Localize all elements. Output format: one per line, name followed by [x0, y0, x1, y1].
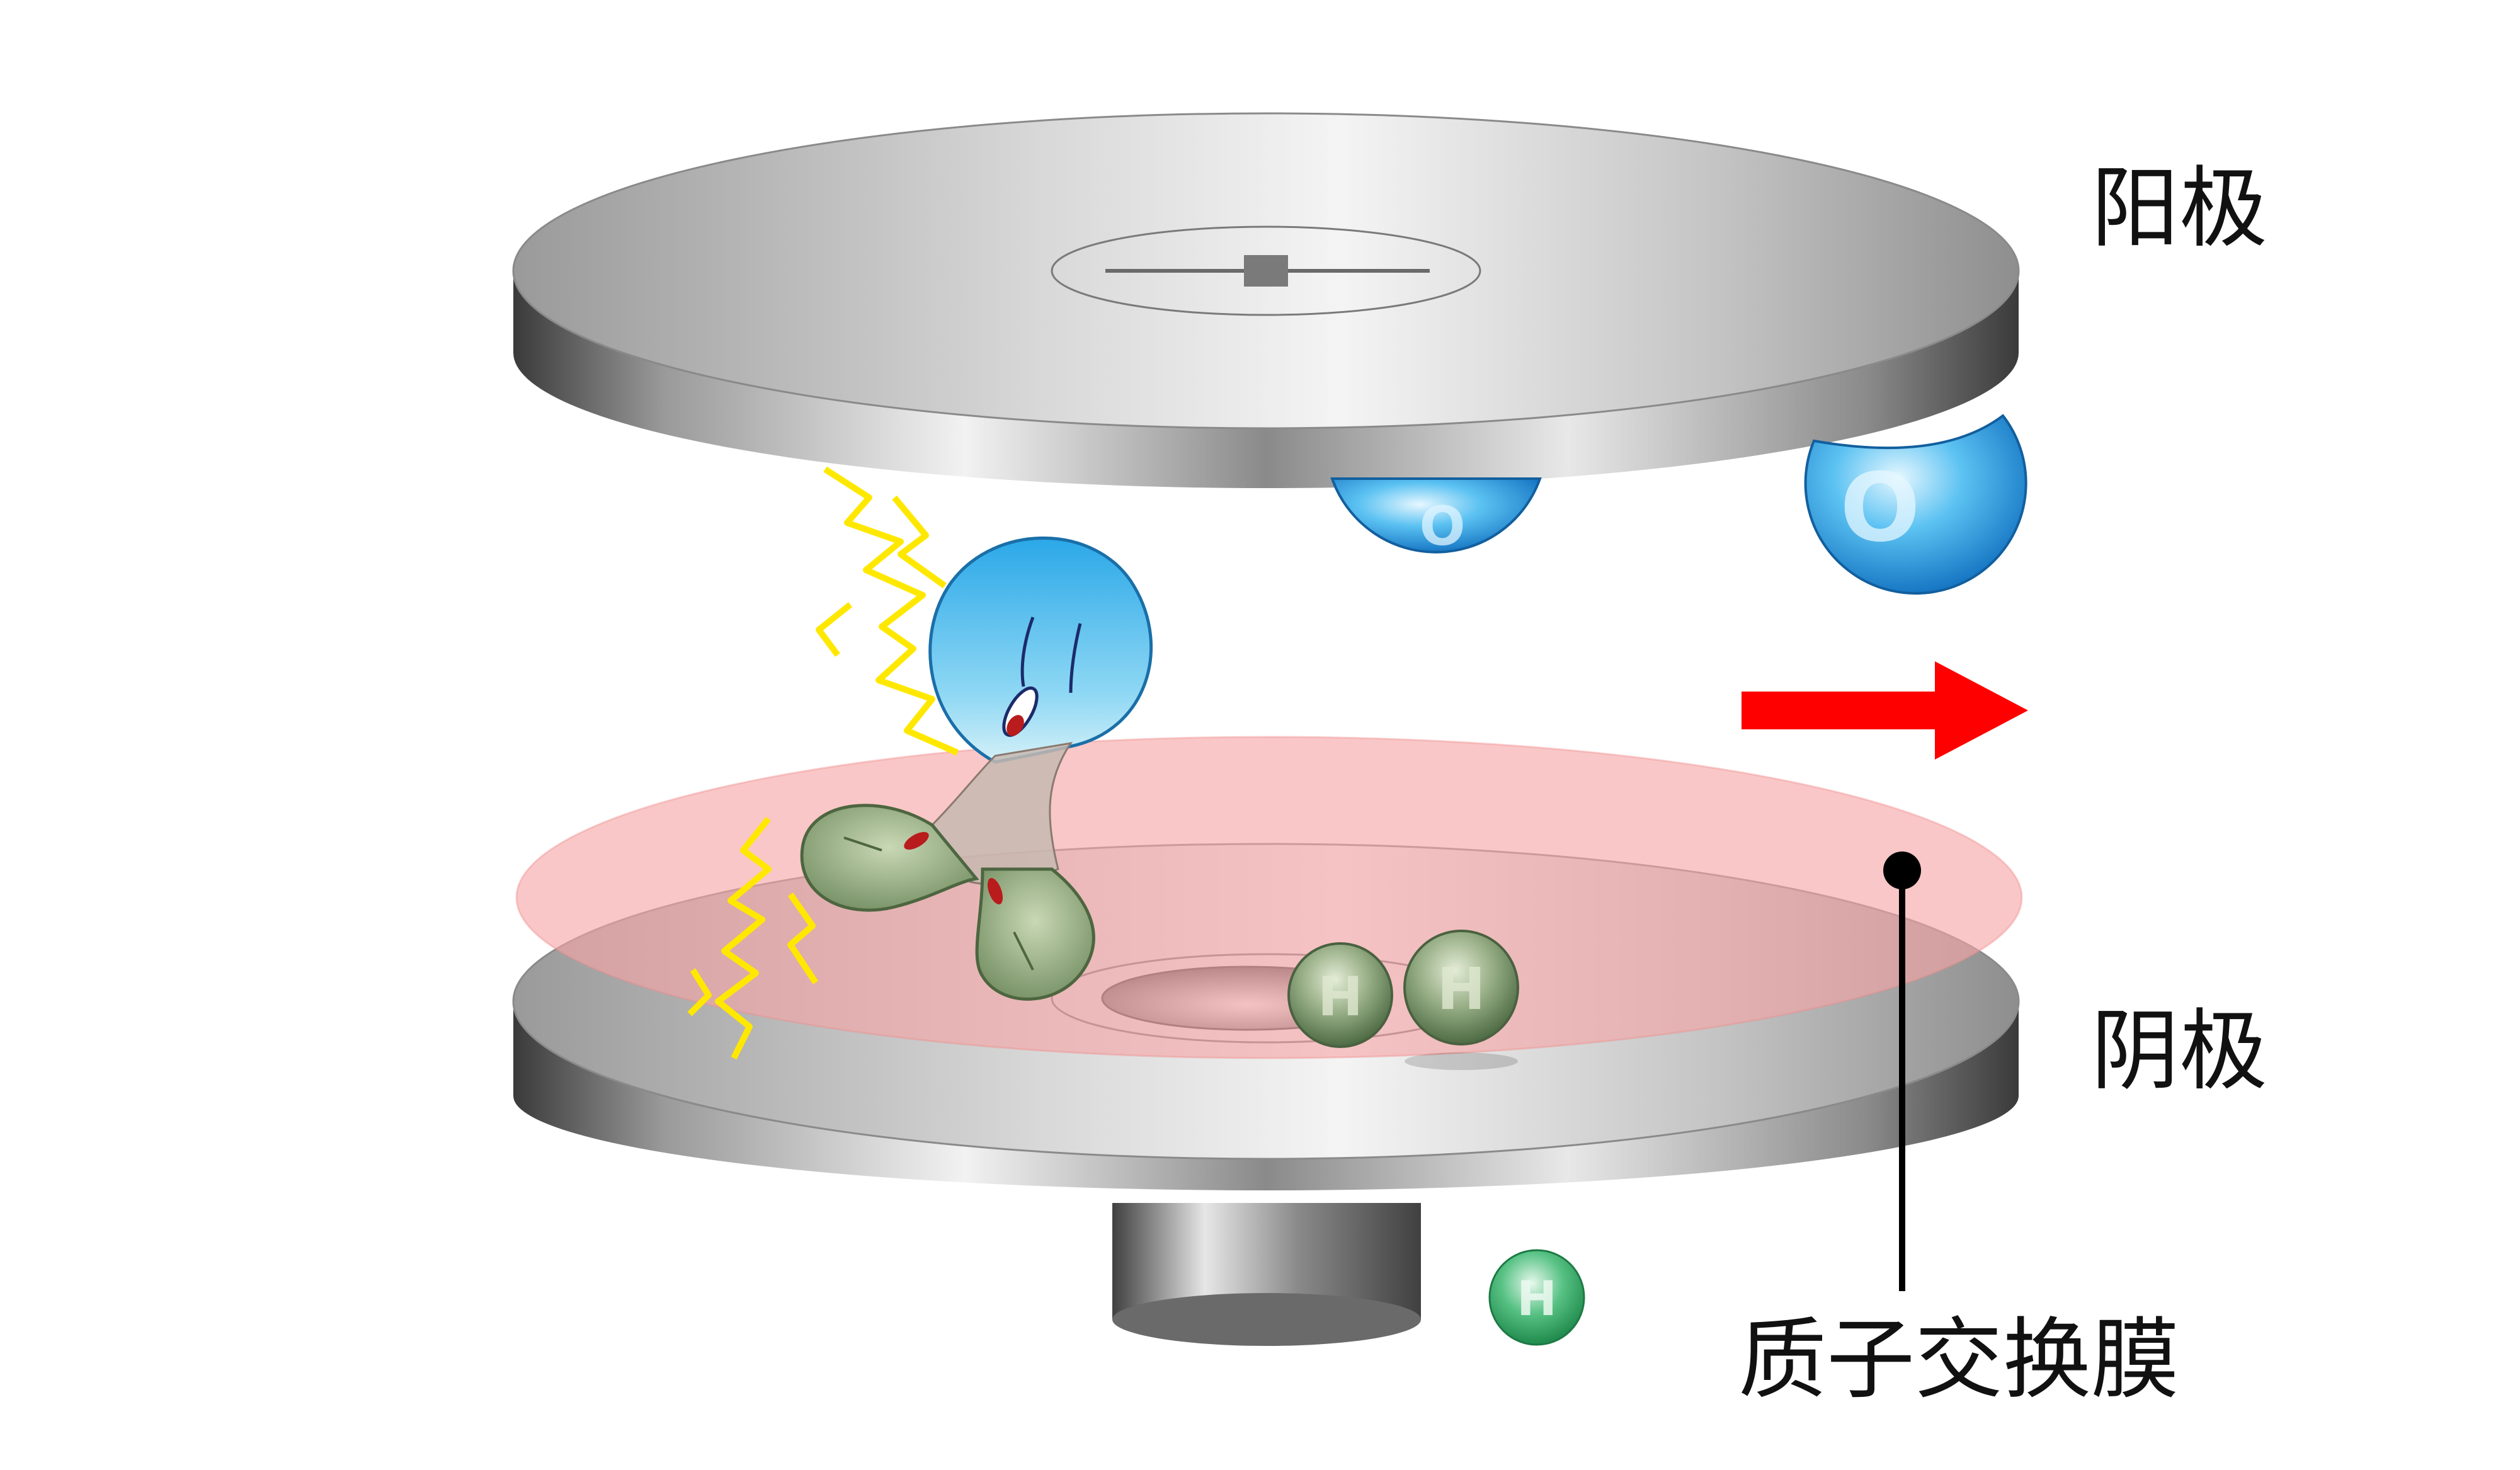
- svg-text:H: H: [1517, 1270, 1557, 1326]
- svg-text:O: O: [1419, 495, 1465, 558]
- anode-label: 阳极: [2091, 157, 2268, 260]
- hydrogen-atom: H: [1287, 942, 1518, 1070]
- lightning-bolt-icon: [816, 466, 959, 756]
- svg-text:O: O: [1840, 453, 1920, 563]
- hydrogen-atom: H: [1488, 1249, 1585, 1346]
- cathode-stem: [1112, 1203, 1421, 1346]
- arrow-right-icon: [1742, 661, 2028, 760]
- oxygen-atom: O: [1804, 414, 2027, 595]
- membrane-label: 质子交换膜: [1738, 1309, 2180, 1411]
- anode-plate: [512, 112, 2020, 488]
- lightning-bolt-icon: [687, 816, 819, 1060]
- water-molecule-icon: [800, 536, 1153, 1001]
- svg-text:H: H: [1437, 955, 1486, 1023]
- svg-text:H: H: [1318, 966, 1363, 1028]
- cathode-label: 阴极: [2091, 1000, 2268, 1103]
- hydrogen-atom: H: [1403, 930, 1519, 1046]
- membrane-leader: [1883, 852, 1921, 1291]
- oxygen-atom: O: [1330, 477, 1542, 558]
- proton-exchange-membrane: [516, 737, 2022, 1058]
